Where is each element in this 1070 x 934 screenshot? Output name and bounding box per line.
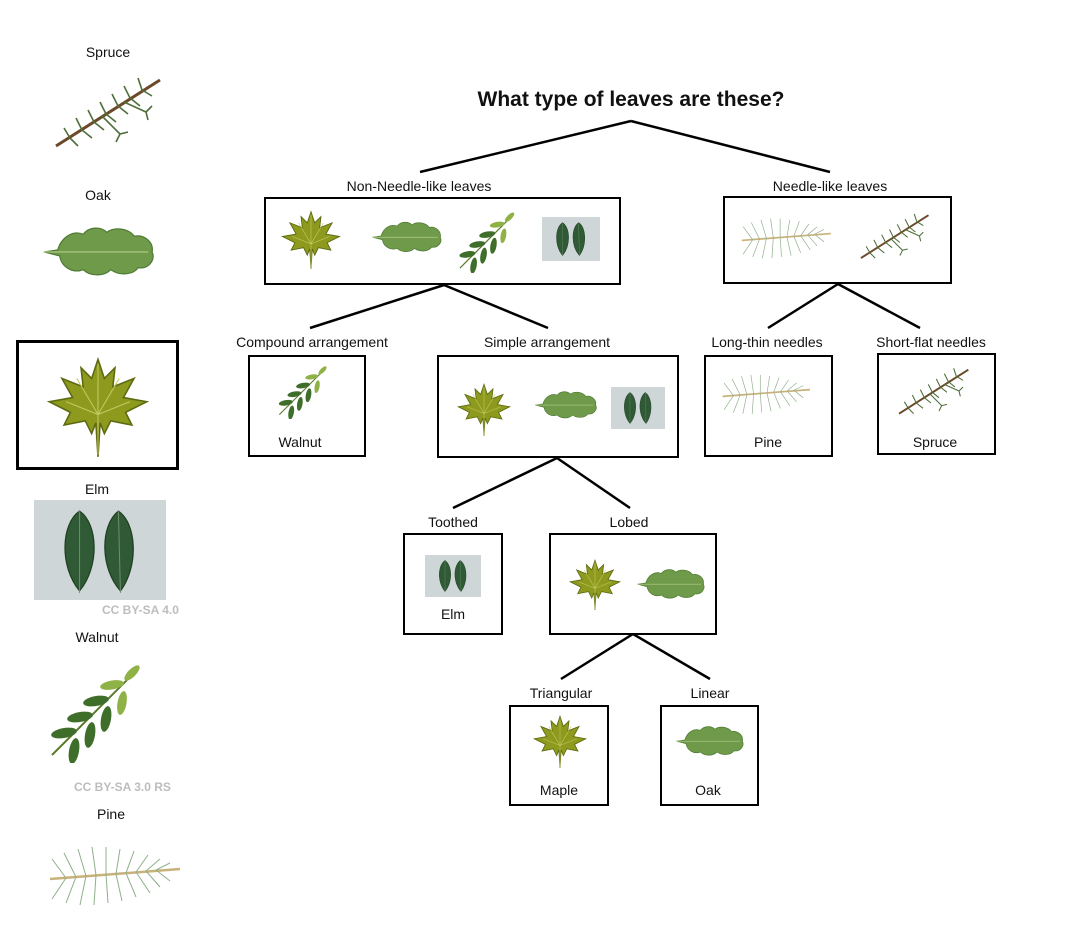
edge-lobed-triangular bbox=[560, 632, 634, 681]
node-lobed bbox=[549, 533, 717, 635]
node-label-short-flat: Short-flat needles bbox=[876, 334, 986, 350]
elm-icon bbox=[48, 505, 152, 597]
node-label-non-needle: Non-Needle-like leaves bbox=[346, 178, 492, 194]
maple-icon bbox=[455, 381, 513, 437]
spruce-icon bbox=[895, 363, 975, 419]
edge-lobed-linear bbox=[632, 632, 711, 681]
oak-icon bbox=[674, 721, 746, 759]
maple-icon bbox=[531, 713, 589, 769]
node-needle bbox=[723, 196, 952, 284]
node-label-long-thin: Long-thin needles bbox=[711, 334, 823, 350]
node-long-thin: Pine bbox=[704, 355, 833, 457]
elm-photo bbox=[611, 387, 665, 429]
node-linear: Oak bbox=[660, 705, 759, 806]
oak-icon bbox=[533, 387, 599, 421]
edge-nonneedle-simple bbox=[443, 283, 549, 330]
edge-simple-toothed bbox=[452, 456, 558, 510]
walnut-icon bbox=[454, 211, 518, 273]
edge-nonneedle-compound bbox=[309, 283, 445, 330]
node-label-linear: Linear bbox=[690, 685, 730, 701]
node-caption-pine: Pine bbox=[753, 434, 783, 450]
maple-icon bbox=[567, 557, 623, 611]
edge-needle-longthin bbox=[767, 282, 839, 330]
node-label-needle: Needle-like leaves bbox=[772, 178, 888, 194]
edge-root-nonneedle bbox=[419, 119, 632, 174]
elm-icon bbox=[546, 220, 596, 258]
pine-icon bbox=[739, 212, 835, 262]
node-caption-walnut: Walnut bbox=[278, 434, 322, 450]
sidebar-label-elm: Elm bbox=[84, 481, 110, 497]
page-title: What type of leaves are these? bbox=[477, 88, 785, 111]
license-elm: CC BY-SA 4.0 bbox=[102, 603, 179, 617]
walnut-icon bbox=[268, 365, 336, 419]
spruce-icon bbox=[50, 72, 170, 152]
license-walnut: CC BY-SA 3.0 RS bbox=[74, 780, 171, 794]
node-caption-elm: Elm bbox=[440, 606, 466, 622]
node-label-triangular: Triangular bbox=[529, 685, 593, 701]
sidebar-selected-maple bbox=[16, 340, 179, 470]
elm-photo bbox=[34, 500, 166, 600]
maple-icon bbox=[43, 353, 153, 459]
node-toothed: Elm bbox=[403, 533, 503, 635]
spruce-icon bbox=[857, 208, 935, 264]
node-triangular: Maple bbox=[509, 705, 609, 806]
sidebar-label-walnut: Walnut bbox=[75, 629, 119, 645]
node-compound: Walnut bbox=[248, 355, 366, 457]
sidebar-label-oak: Oak bbox=[85, 187, 111, 203]
pine-icon bbox=[46, 838, 186, 910]
node-simple bbox=[437, 355, 679, 458]
edge-simple-lobed bbox=[556, 456, 631, 510]
node-caption-oak: Oak bbox=[695, 782, 721, 798]
oak-icon bbox=[40, 220, 158, 280]
oak-icon bbox=[370, 217, 444, 255]
node-label-compound: Compound arrangement bbox=[236, 334, 388, 350]
elm-photo bbox=[542, 217, 600, 261]
elm-photo bbox=[425, 555, 481, 597]
node-short-flat: Spruce bbox=[877, 353, 996, 455]
sidebar-label-pine: Pine bbox=[96, 806, 126, 822]
node-caption-spruce: Spruce bbox=[912, 434, 958, 450]
elm-icon bbox=[429, 558, 477, 594]
edge-root-needle bbox=[630, 119, 831, 174]
maple-icon bbox=[280, 208, 342, 270]
node-non-needle bbox=[264, 197, 621, 285]
node-label-simple: Simple arrangement bbox=[483, 334, 611, 350]
node-caption-maple: Maple bbox=[539, 782, 579, 798]
pine-icon bbox=[720, 369, 814, 417]
node-label-toothed: Toothed bbox=[428, 514, 478, 530]
node-label-lobed: Lobed bbox=[609, 514, 649, 530]
oak-icon bbox=[635, 565, 707, 601]
walnut-icon bbox=[42, 663, 146, 763]
sidebar-label-spruce: Spruce bbox=[85, 44, 131, 60]
edge-needle-shortflat bbox=[837, 282, 921, 330]
elm-icon bbox=[615, 390, 661, 426]
